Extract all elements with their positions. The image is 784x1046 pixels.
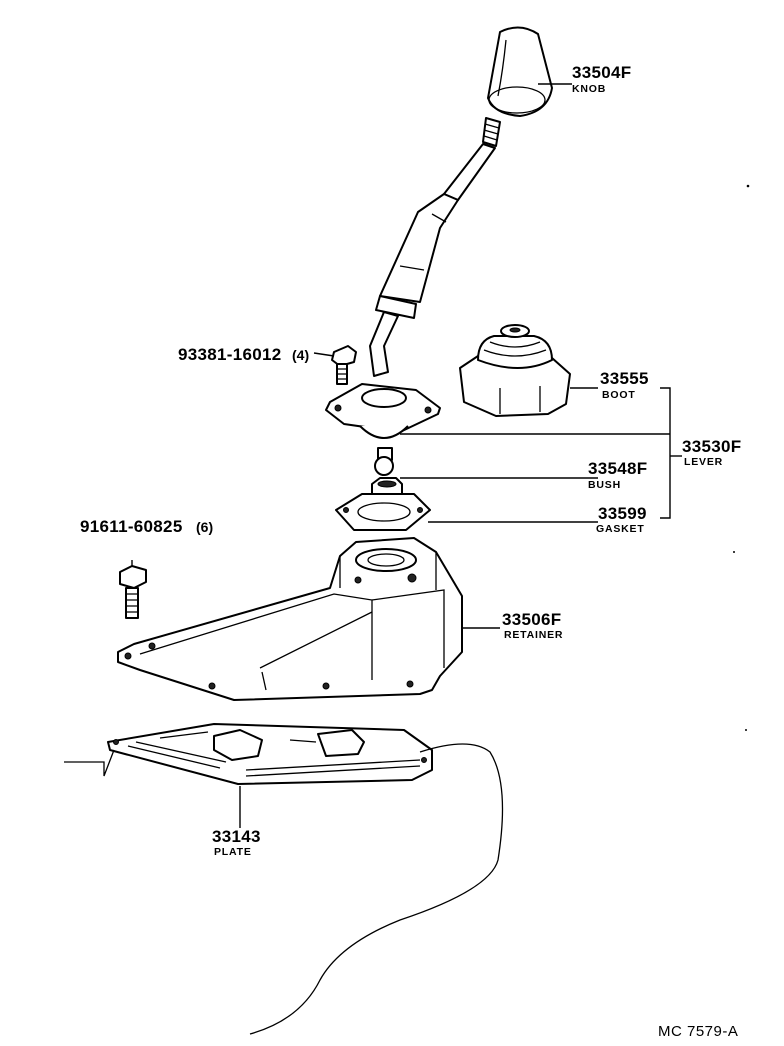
part-name-bush: BUSH	[588, 479, 621, 491]
knob-drawing	[487, 26, 553, 117]
label-bush: 33548F BUSH	[588, 459, 647, 491]
part-number-bush: 33548F	[588, 459, 647, 478]
label-retainer: 33506F RETAINER	[502, 610, 563, 641]
part-name-retainer: RETAINER	[504, 629, 563, 641]
part-name-plate: PLATE	[214, 846, 252, 858]
plate-drawing	[64, 723, 504, 1035]
lever-shaft-drawing	[369, 117, 501, 377]
part-number-boot: 33555	[600, 369, 649, 388]
part-name-boot: BOOT	[602, 389, 636, 401]
gasket-drawing	[335, 493, 431, 531]
lever-base-drawing	[325, 383, 441, 476]
leader-lines	[131, 83, 682, 828]
part-number-gasket: 33599	[598, 504, 647, 523]
boot-drawing	[459, 324, 571, 417]
label-boot: 33555 BOOT	[600, 369, 649, 401]
part-name-gasket: GASKET	[596, 523, 645, 535]
label-knob: 33504F KNOB	[572, 63, 631, 95]
part-number-bolt-91611: 91611-60825	[80, 517, 183, 536]
part-number-knob: 33504F	[572, 63, 631, 82]
part-number-retainer: 33506F	[502, 610, 561, 629]
part-name-knob: KNOB	[572, 83, 606, 95]
part-qty-bolt-91611: (6)	[196, 519, 213, 535]
part-number-plate: 33143	[212, 827, 261, 846]
label-plate: 33143 PLATE	[212, 827, 261, 858]
part-number-bolt-93381: 93381-16012	[178, 345, 282, 364]
bolt-91611-drawing	[119, 565, 147, 619]
retainer-drawing	[117, 537, 463, 701]
bolt-93381-drawing	[331, 345, 357, 385]
print-specks	[733, 184, 750, 731]
label-bolt-91611: 91611-60825 (6)	[80, 517, 213, 536]
part-qty-bolt-93381: (4)	[292, 347, 309, 363]
label-gasket: 33599 GASKET	[596, 504, 647, 535]
label-bolt-93381: 93381-16012 (4)	[178, 345, 309, 364]
part-number-lever: 33530F	[682, 437, 741, 456]
part-name-lever: LEVER	[684, 456, 723, 468]
label-lever: 33530F LEVER	[682, 437, 741, 468]
diagram-reference-code: MC 7579-A	[658, 1023, 738, 1040]
